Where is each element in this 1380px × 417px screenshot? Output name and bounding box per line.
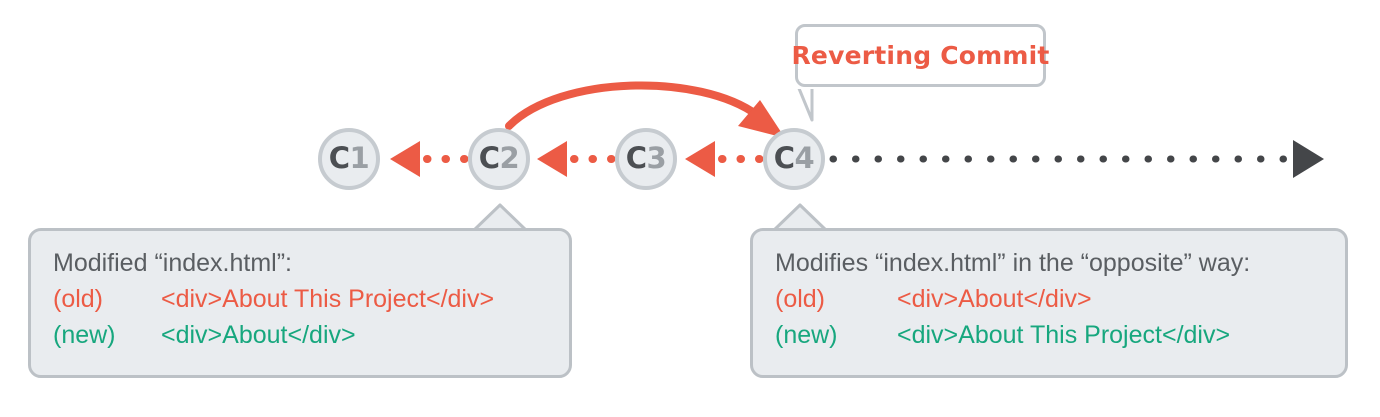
parent-arrow-c2-to-c1 [390, 141, 469, 177]
commit-node-c4-label: C4 [773, 140, 815, 175]
diff-tag-new: (new) [53, 321, 116, 349]
diff-tag-old: (old) [775, 285, 826, 313]
diff-code-new: <div>About This Project</div> [897, 321, 1231, 349]
commit-node-c3-label: C3 [625, 140, 667, 175]
commit-number: 3 [646, 140, 667, 175]
commit-number: 2 [499, 140, 520, 175]
commit-node-c2[interactable]: C2 [468, 128, 530, 190]
diff-tag-new: (new) [775, 321, 838, 349]
commit-letter: C [625, 140, 647, 175]
commit-node-c2-label: C2 [478, 140, 520, 175]
commit-node-c1-label: C1 [328, 140, 370, 175]
reverting-commit-callout-label: Reverting Commit [791, 41, 1050, 70]
commit-number: 1 [349, 140, 370, 175]
commit-letter: C [328, 140, 350, 175]
commit-letter: C [773, 140, 795, 175]
diff-code-old: <div>About</div> [897, 285, 1092, 313]
commit-c4-diff-row-old: (old) <div>About</div> [775, 281, 1323, 317]
commit-node-c1[interactable]: C1 [318, 128, 380, 190]
callout-tail [796, 83, 816, 122]
commit-letter: C [478, 140, 500, 175]
commit-node-c4[interactable]: C4 [763, 128, 825, 190]
diff-tag-old: (old) [53, 285, 104, 313]
timeline-dotted-line [829, 140, 1324, 178]
diff-code-new: <div>About</div> [161, 321, 356, 349]
commit-c2-diff-row-old: (old) <div>About This Project</div> [53, 281, 547, 317]
commit-c4-detail-box: Modifies “index.html” in the “opposite” … [750, 228, 1348, 378]
diff-code-old: <div>About This Project</div> [161, 285, 495, 313]
commit-node-c3[interactable]: C3 [615, 128, 677, 190]
commit-number: 4 [794, 140, 815, 175]
parent-arrow-c3-to-c2 [537, 141, 616, 177]
commit-c2-diff-row-new: (new) <div>About</div> [53, 317, 547, 353]
reverting-commit-callout: Reverting Commit [791, 24, 1049, 87]
commit-c2-detail-title: Modified “index.html”: [53, 249, 292, 277]
parent-arrow-c4-to-c3 [685, 141, 764, 177]
revert-curved-arrow [505, 81, 785, 138]
commit-c2-detail-box: Modified “index.html”: (old) <div>About … [28, 228, 572, 378]
commit-c4-detail-title: Modifies “index.html” in the “opposite” … [775, 249, 1251, 277]
commit-c4-diff-row-new: (new) <div>About This Project</div> [775, 317, 1323, 353]
